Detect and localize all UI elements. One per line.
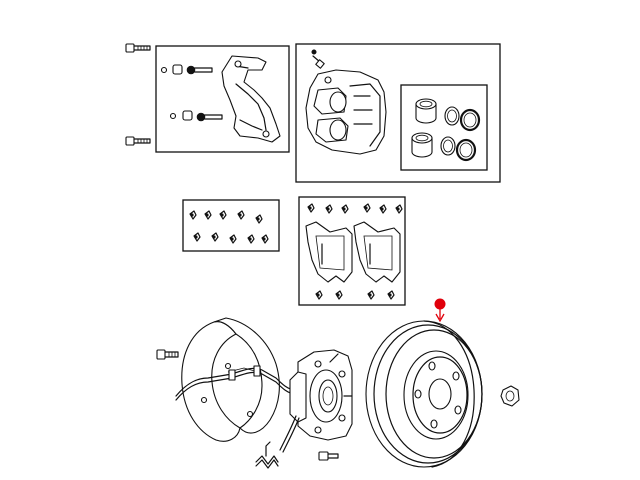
clip-icon (325, 204, 333, 214)
caliper-bracket-icon (221, 55, 281, 143)
clip-icon (341, 204, 349, 214)
clip-icon (363, 203, 371, 213)
callout-dot-icon (434, 298, 446, 310)
pad-clips (307, 203, 403, 300)
brake-pads-group[interactable] (298, 196, 406, 306)
brake-rotor-icon (365, 320, 483, 468)
clip-icon (261, 234, 269, 244)
sensor-wire-icon (175, 365, 297, 401)
clip-icon (379, 204, 387, 214)
brake-pads-box (298, 196, 406, 306)
hub-bolt-icon (318, 451, 339, 461)
bolt-icon (125, 136, 151, 146)
splash-shield-group[interactable] (156, 317, 297, 442)
pad-hardware-group[interactable] (182, 199, 280, 252)
hub-bearing-group[interactable] (255, 349, 353, 469)
clip-icon (229, 234, 237, 244)
clip-icon (247, 234, 255, 244)
lug-hole (452, 371, 460, 381)
brake-pad-icon (305, 221, 353, 283)
lug-hole (414, 389, 422, 399)
pad-hardware-box (182, 199, 280, 252)
callout-marker[interactable] (434, 298, 446, 323)
lug-hole (428, 361, 436, 371)
lug-hole (430, 419, 438, 429)
caliper-piston-icon (411, 132, 433, 158)
brake-rotor-group[interactable] (365, 298, 483, 468)
bleeder-screw-icon (311, 49, 325, 69)
hardware-clips (189, 210, 269, 244)
caliper-mount-box (155, 45, 290, 153)
caliper-piston-icon (415, 98, 437, 124)
dust-boot-icon (455, 108, 481, 162)
clip-icon (255, 214, 263, 224)
bolt-icon (125, 43, 151, 53)
lug-hole (454, 405, 462, 415)
clip-icon (387, 290, 395, 300)
brake-pad-icon (353, 221, 401, 283)
clip-icon (211, 232, 219, 242)
callout-arrow-icon (435, 313, 445, 323)
clip-icon (237, 210, 245, 220)
hub-bearing-icon (289, 349, 353, 441)
clip-icon (367, 290, 375, 300)
clip-icon (219, 210, 227, 220)
caliper-mount-group[interactable] (125, 43, 290, 153)
sensor-lead-icon (255, 415, 300, 469)
clip-icon (193, 232, 201, 242)
piston-kit-box (400, 84, 488, 171)
clip-icon (335, 290, 343, 300)
clip-icon (395, 204, 403, 214)
clip-icon (189, 210, 197, 220)
clip-icon (315, 290, 323, 300)
guide-pin-icon (160, 64, 213, 75)
hub-nut-group[interactable] (500, 385, 520, 407)
clip-icon (307, 203, 315, 213)
shield-bolt-icon (156, 349, 179, 360)
caliper-group[interactable] (295, 43, 501, 183)
guide-pin-icon (169, 110, 223, 122)
clip-icon (204, 210, 212, 220)
caliper-box (295, 43, 501, 183)
caliper-body-icon (305, 69, 387, 155)
hub-nut-icon (500, 385, 520, 407)
piston-seal-icon (440, 106, 460, 156)
